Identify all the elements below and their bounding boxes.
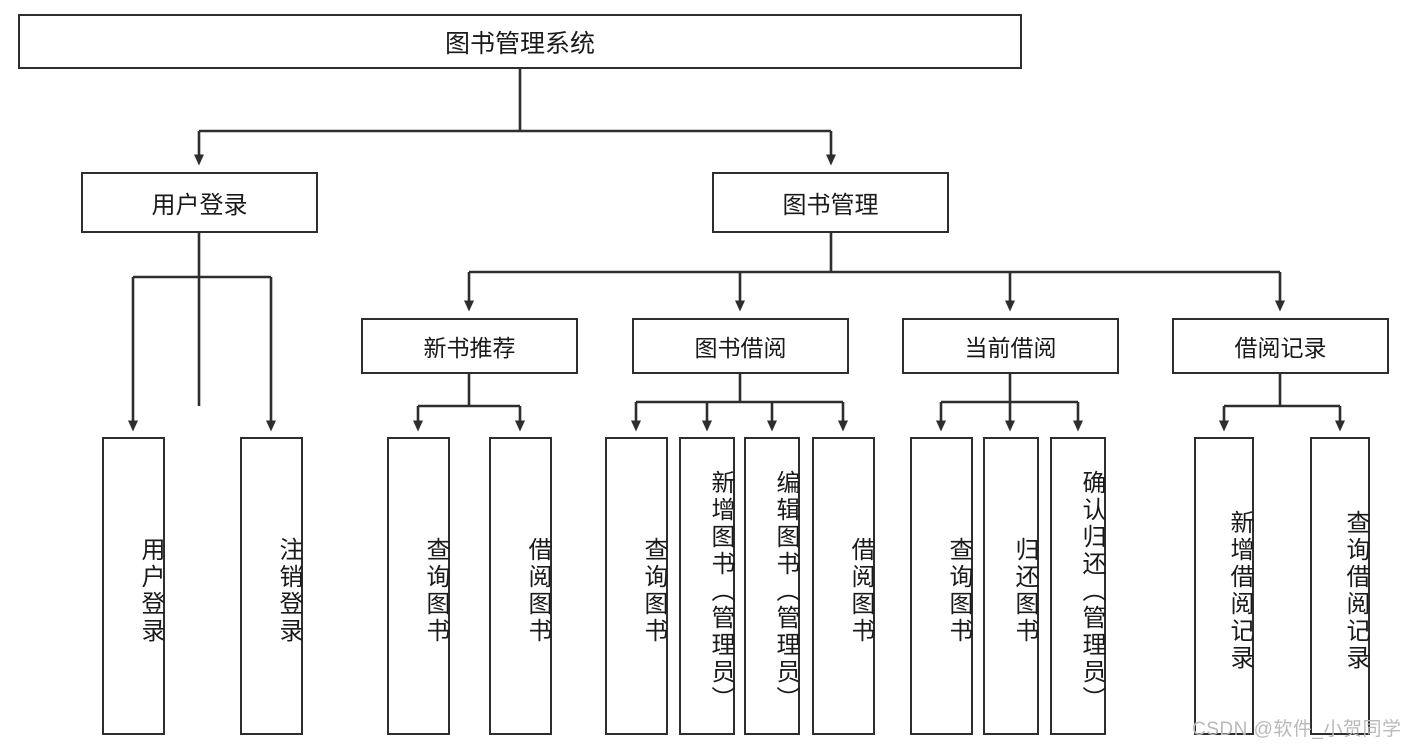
leaf-edit-book-admin-label: 编辑图书（管理员） <box>772 469 799 713</box>
node-book-borrow-label: 图书借阅 <box>694 335 787 361</box>
leaf-add-borrow-record-label: 新增借阅记录 <box>1226 510 1253 672</box>
node-borrow-record-label: 借阅记录 <box>1234 335 1327 361</box>
node-user-login-label: 用户登录 <box>151 192 248 219</box>
node-new-book-recommend-label: 新书推荐 <box>423 335 516 361</box>
csdn-watermark-text: CSDN @软件_小贺同学 <box>1192 719 1402 740</box>
leaf-query-book-recommend[interactable]: 查询图书 <box>387 437 450 735</box>
node-user-login[interactable]: 用户登录 <box>81 172 318 233</box>
csdn-watermark: CSDN @软件_小贺同学 <box>1192 714 1401 741</box>
leaf-query-borrow-record-label: 查询借阅记录 <box>1342 510 1369 672</box>
leaf-logout[interactable]: 注销登录 <box>240 437 303 735</box>
leaf-borrow-book-label: 借阅图书 <box>847 537 874 645</box>
leaf-return-book-label: 归还图书 <box>1011 537 1038 645</box>
leaf-edit-book-admin[interactable]: 编辑图书（管理员） <box>744 437 800 735</box>
leaf-query-borrow-record[interactable]: 查询借阅记录 <box>1310 437 1370 735</box>
leaf-user-login[interactable]: 用户登录 <box>102 437 165 735</box>
node-book-borrow[interactable]: 图书借阅 <box>632 318 849 374</box>
node-book-management[interactable]: 图书管理 <box>712 172 949 233</box>
leaf-borrow-book[interactable]: 借阅图书 <box>812 437 875 735</box>
node-book-management-label: 图书管理 <box>782 192 879 219</box>
leaf-logout-label: 注销登录 <box>275 537 302 645</box>
node-root-label: 图书管理系统 <box>444 29 595 58</box>
leaf-add-book-admin-label: 新增图书（管理员） <box>707 469 734 713</box>
leaf-confirm-return-admin[interactable]: 确认归还（管理员） <box>1050 437 1106 735</box>
leaf-borrow-book-recommend-label: 借阅图书 <box>524 537 551 645</box>
node-new-book-recommend[interactable]: 新书推荐 <box>361 318 578 374</box>
leaf-user-login-label: 用户登录 <box>137 537 164 645</box>
leaf-query-book-borrow[interactable]: 查询图书 <box>605 437 668 735</box>
node-current-borrow[interactable]: 当前借阅 <box>902 318 1119 374</box>
leaf-query-book-current-label: 查询图书 <box>945 537 972 645</box>
leaf-add-borrow-record[interactable]: 新增借阅记录 <box>1194 437 1254 735</box>
node-current-borrow-label: 当前借阅 <box>964 335 1057 361</box>
leaf-add-book-admin[interactable]: 新增图书（管理员） <box>679 437 735 735</box>
leaf-query-book-recommend-label: 查询图书 <box>422 537 449 645</box>
leaf-confirm-return-admin-label: 确认归还（管理员） <box>1078 469 1105 713</box>
leaf-return-book[interactable]: 归还图书 <box>983 437 1039 735</box>
leaf-query-book-borrow-label: 查询图书 <box>640 537 667 645</box>
node-borrow-record[interactable]: 借阅记录 <box>1172 318 1389 374</box>
node-root[interactable]: 图书管理系统 <box>18 14 1022 69</box>
leaf-borrow-book-recommend[interactable]: 借阅图书 <box>489 437 552 735</box>
leaf-query-book-current[interactable]: 查询图书 <box>910 437 973 735</box>
